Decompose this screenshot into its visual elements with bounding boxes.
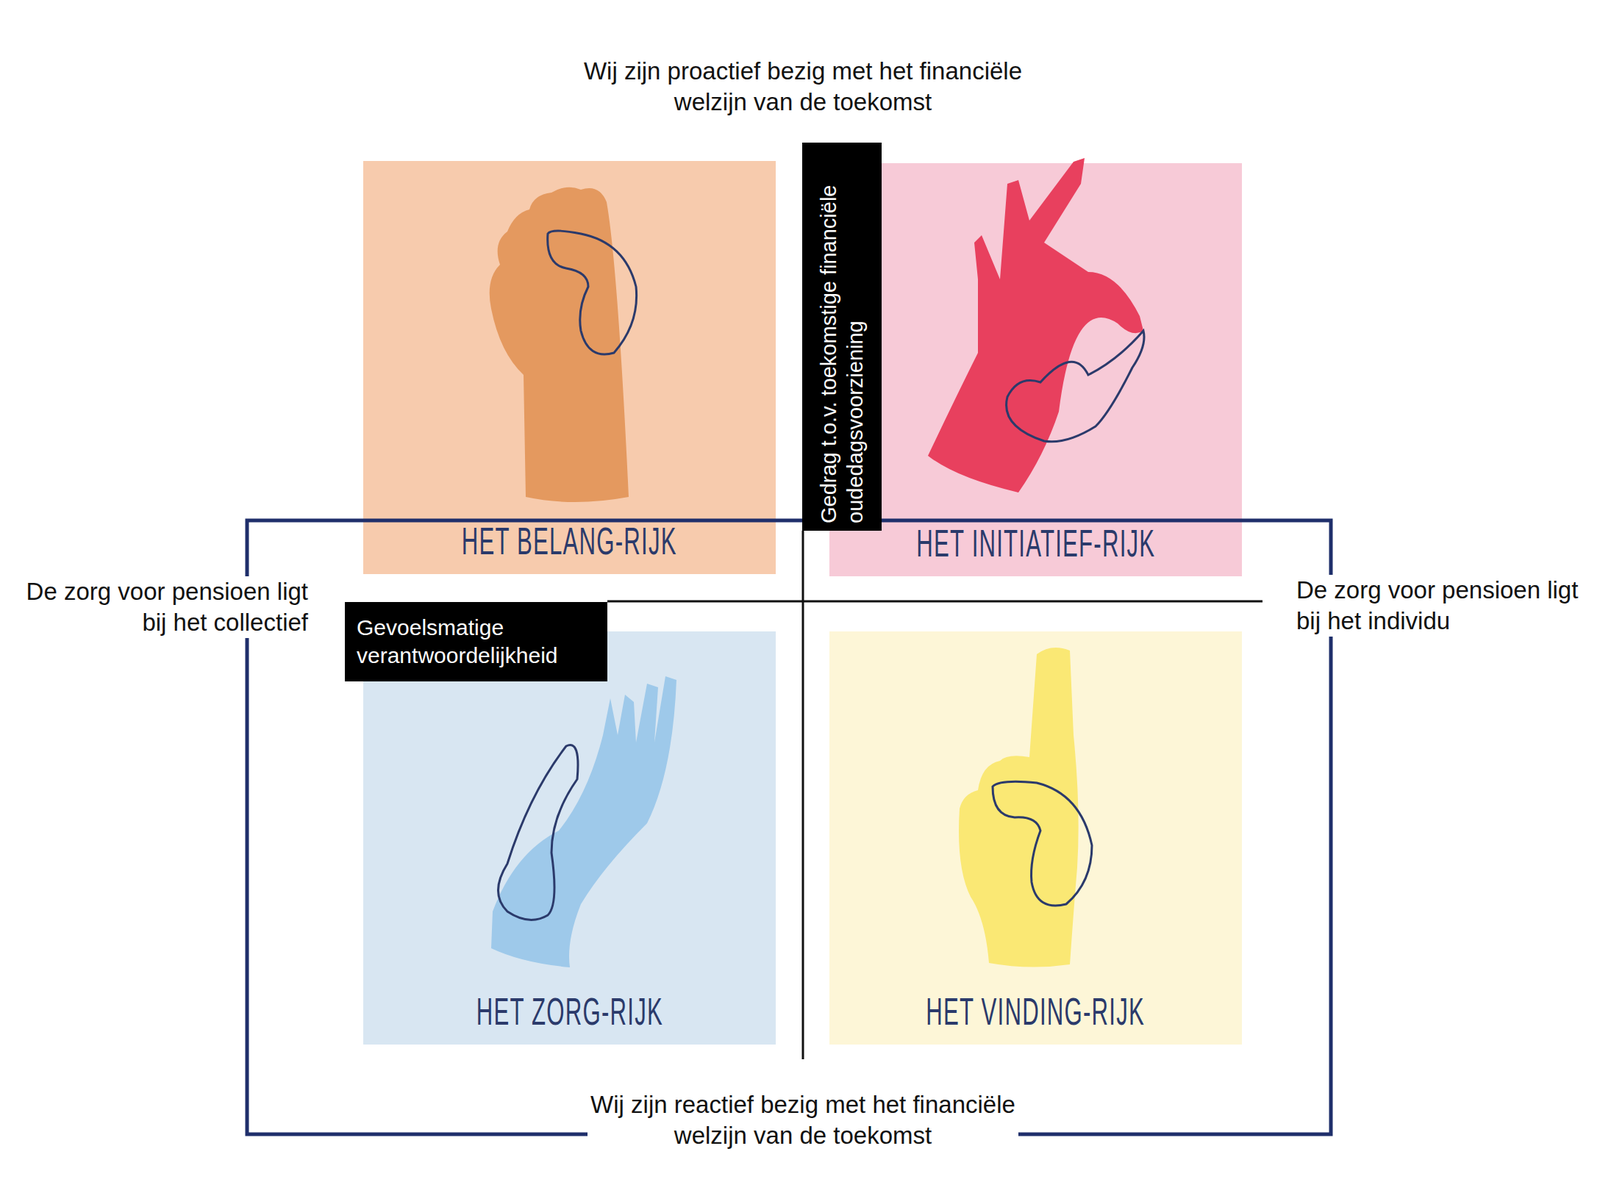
axis-description: Wij zijn proactief bezig met het financi… <box>582 55 1024 118</box>
axis-description: Wij zijn reactief bezig met het financië… <box>587 1089 1019 1152</box>
quadrant-title-wrap: HET ZORG-RIJK <box>363 989 776 1034</box>
quadrant-box: HET INITIATIEF-RIJK <box>829 163 1242 577</box>
focus-frame <box>247 520 1331 1135</box>
ok-hand <box>927 158 1145 493</box>
axis-description: De zorg voor pensioen ligt bij het indiv… <box>1296 575 1585 637</box>
axis-title: Gedrag t.o.v. toekomstige financiële oud… <box>815 150 869 524</box>
quadrant-title-wrap: HET INITIATIEF-RIJK <box>829 521 1242 566</box>
axis-title: Gevoelsmatige verantwoordelijkheid <box>356 613 596 670</box>
quadrant-ground <box>363 631 776 1045</box>
quadrant-title: HET VINDING-RIJK <box>926 989 1146 1034</box>
quadrant-box: HET BELANG-RIJK <box>363 161 776 575</box>
horizontal-axis <box>607 600 1263 603</box>
pointing-hand <box>958 647 1092 968</box>
open-hand <box>491 676 677 968</box>
fist-hand <box>489 187 637 503</box>
quadrant-title-wrap: HET BELANG-RIJK <box>363 519 776 564</box>
quadrant-box: HET ZORG-RIJK <box>363 631 776 1045</box>
vertical-axis <box>802 530 805 1060</box>
label-box: Gevoelsmatige verantwoordelijkheid <box>344 602 608 682</box>
quadrant-box: HET VINDING-RIJK <box>829 631 1242 1045</box>
quadrant-title-wrap: HET VINDING-RIJK <box>829 989 1242 1034</box>
axis-description: De zorg voor pensioen ligt bij het colle… <box>19 576 309 639</box>
quadrant-title: HET INITIATIEF-RIJK <box>916 521 1156 566</box>
quadrant-title: HET ZORG-RIJK <box>475 989 663 1034</box>
quadrant-title: HET BELANG-RIJK <box>461 519 678 564</box>
label-box: Gedrag t.o.v. toekomstige financiële oud… <box>802 142 882 531</box>
quadrant-ground <box>829 631 1242 1045</box>
quadrant-ground <box>363 161 776 575</box>
